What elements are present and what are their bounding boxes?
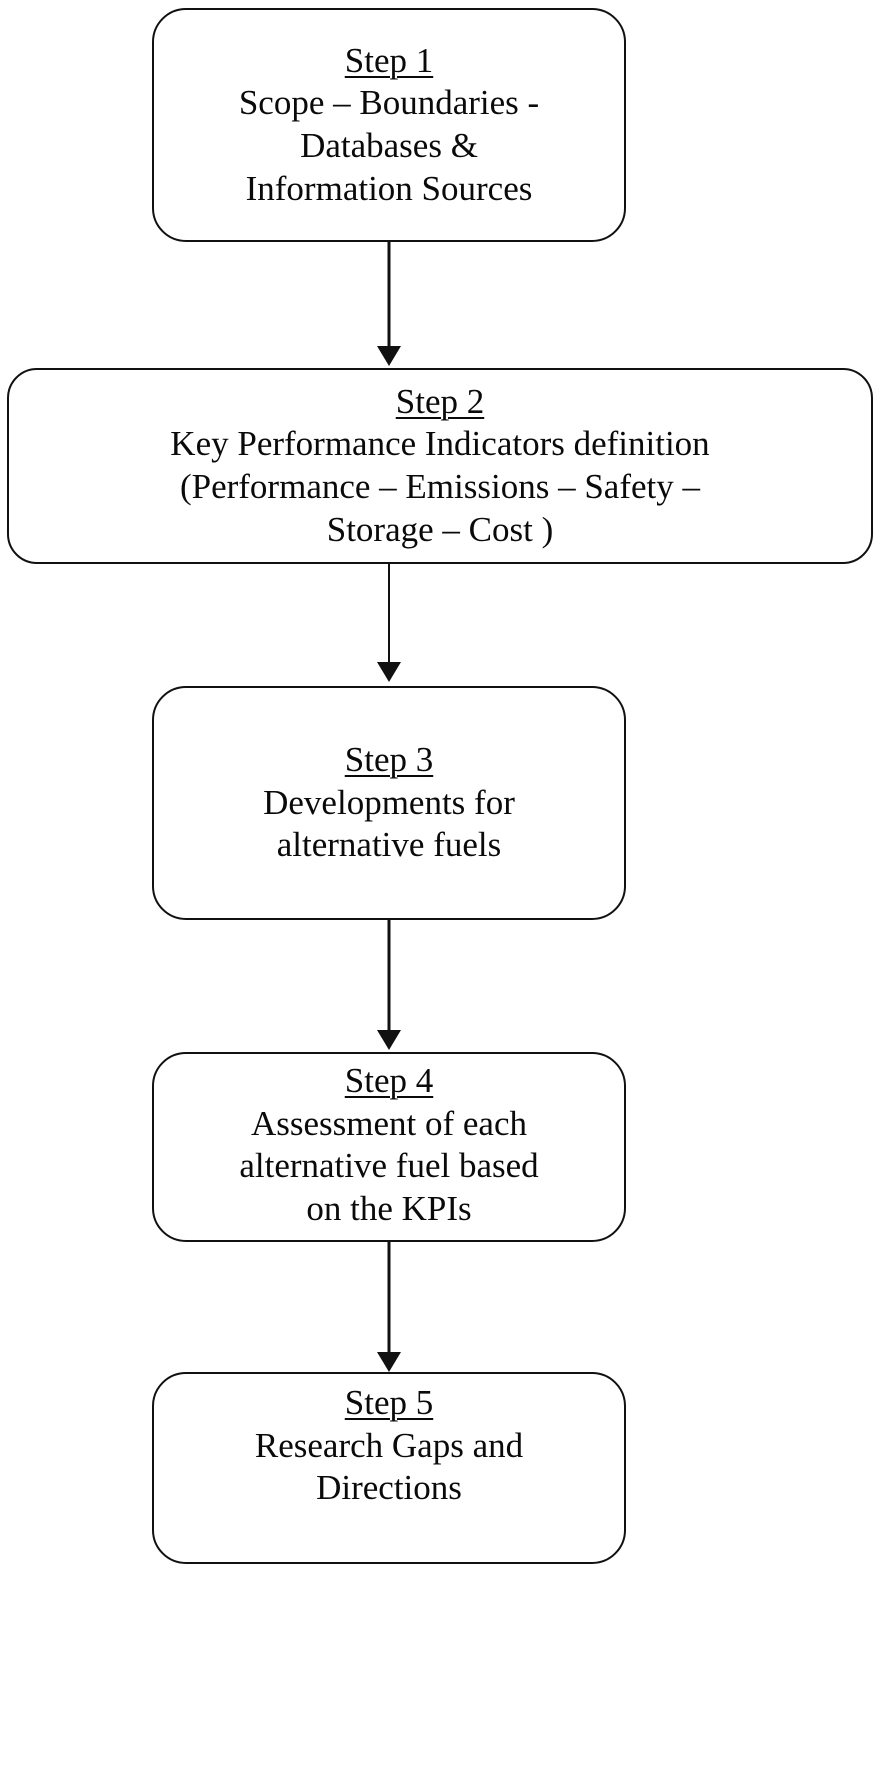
node-body: Research Gaps and Directions bbox=[255, 1425, 523, 1510]
node-body-line: Scope – Boundaries - bbox=[238, 83, 540, 123]
node-body-line: Information Sources bbox=[245, 168, 533, 208]
node-body-line: Developments for bbox=[263, 782, 515, 822]
flowchart-node-step-3[interactable]: Step 3 Developments for alternative fuel… bbox=[152, 686, 626, 920]
node-body-line: Assessment of each bbox=[250, 1103, 528, 1143]
node-body-line: Directions bbox=[316, 1468, 462, 1508]
node-body-line: Key Performance Indicators definition bbox=[170, 424, 710, 464]
node-title: Step 4 bbox=[344, 1061, 434, 1100]
flowchart-node-step-4[interactable]: Step 4 Assessment of each alternative fu… bbox=[152, 1052, 626, 1242]
node-body-line: alternative fuels bbox=[276, 825, 502, 865]
flowchart-node-step-5[interactable]: Step 5 Research Gaps and Directions bbox=[152, 1372, 626, 1564]
connector-line bbox=[387, 920, 391, 1032]
arrowhead-icon bbox=[377, 1352, 401, 1372]
flowchart-node-step-1[interactable]: Step 1 Scope – Boundaries - Databases & … bbox=[152, 8, 626, 242]
flowchart-node-step-2[interactable]: Step 2 Key Performance Indicators defini… bbox=[7, 368, 873, 564]
connector-line bbox=[388, 564, 390, 664]
node-body-line: (Performance – Emissions – Safety – bbox=[179, 467, 700, 506]
arrowhead-icon bbox=[377, 346, 401, 366]
node-body: Developments for alternative fuels bbox=[263, 782, 515, 867]
arrowhead-icon bbox=[377, 662, 401, 682]
node-title: Step 1 bbox=[344, 40, 434, 80]
connector-line bbox=[387, 1242, 391, 1354]
arrowhead-icon bbox=[377, 1030, 401, 1050]
node-title: Step 2 bbox=[395, 381, 485, 421]
node-body: Scope – Boundaries - Databases & Informa… bbox=[239, 82, 539, 210]
node-body: Assessment of each alternative fuel base… bbox=[239, 1103, 538, 1231]
node-body: Key Performance Indicators definition (P… bbox=[170, 423, 709, 551]
node-body-line: on the KPIs bbox=[306, 1189, 472, 1229]
node-title: Step 5 bbox=[344, 1383, 434, 1422]
node-body-line: Research Gaps and bbox=[254, 1425, 524, 1465]
node-title: Step 3 bbox=[344, 739, 434, 779]
node-body-line: Databases & bbox=[300, 126, 478, 165]
node-body-line: alternative fuel based bbox=[239, 1146, 539, 1186]
connector-line bbox=[387, 242, 391, 348]
node-body-line: Storage – Cost ) bbox=[326, 509, 554, 549]
